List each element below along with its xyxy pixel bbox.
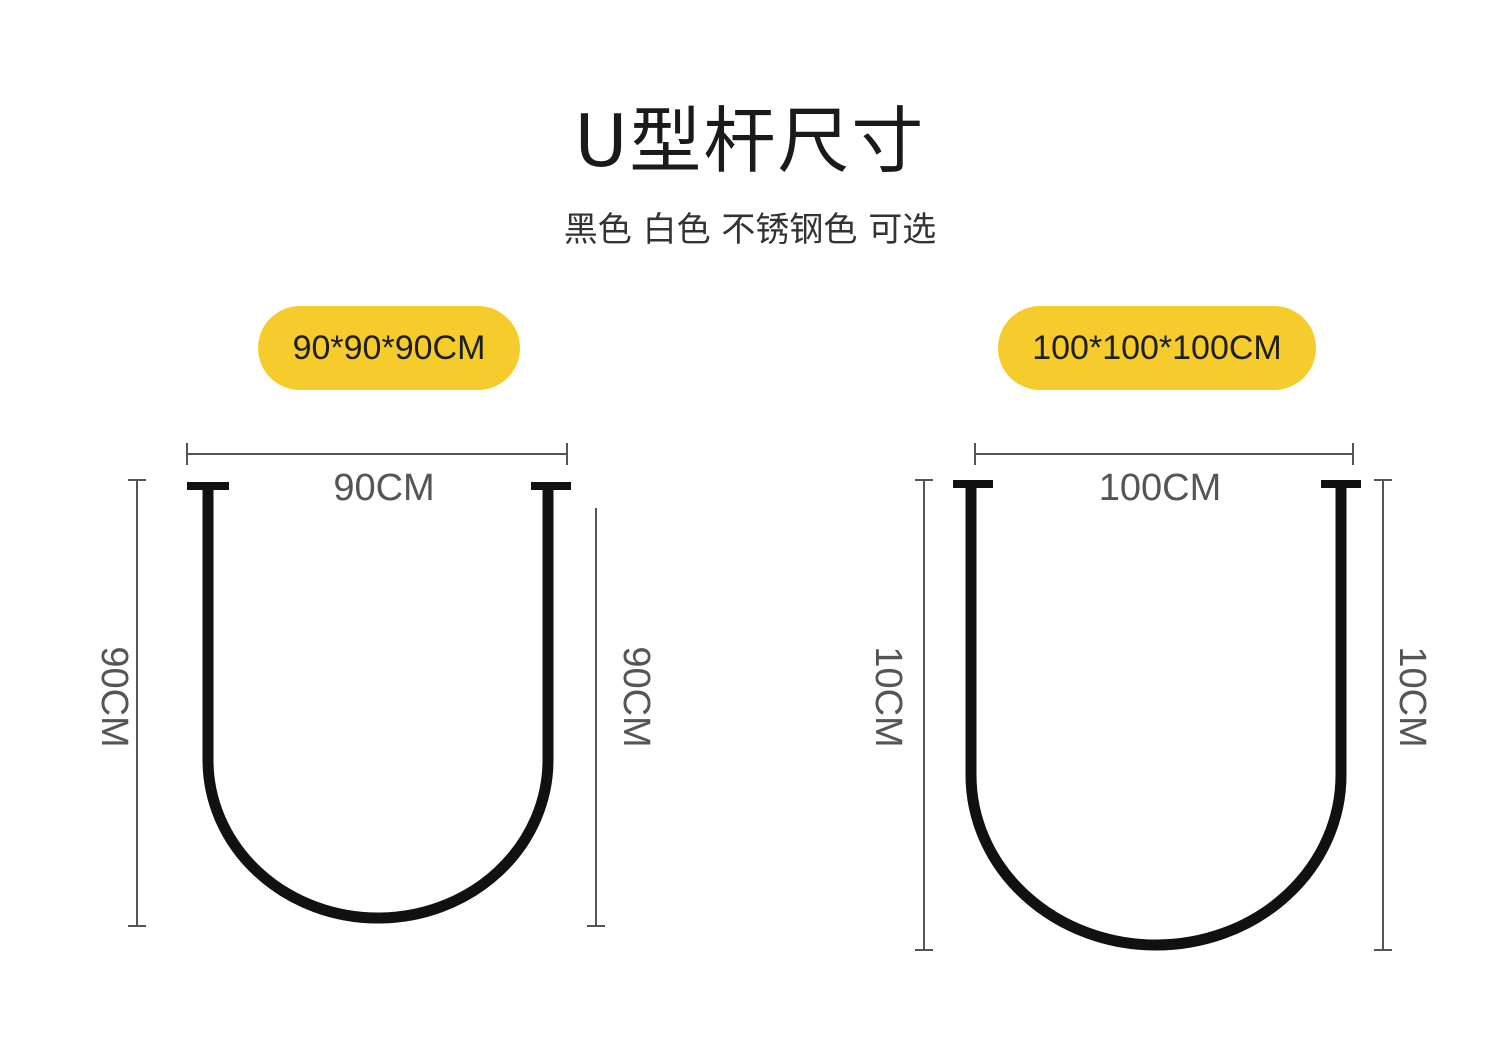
u-rod-diagram-90: 90CM 90CM 90CM bbox=[93, 443, 657, 927]
left-height-label: 10CM bbox=[867, 646, 909, 747]
right-height-label: 10CM bbox=[1391, 646, 1433, 747]
size-badge-100: 100*100*100CM bbox=[998, 306, 1316, 390]
right-height-dimension-line bbox=[587, 508, 605, 927]
left-height-dimension-line bbox=[128, 479, 146, 927]
u-rod bbox=[187, 482, 571, 924]
left-height-dimension-line bbox=[915, 479, 933, 951]
width-dimension-line bbox=[186, 443, 568, 465]
page-title: U型杆尺寸 bbox=[574, 99, 926, 183]
right-height-dimension-line bbox=[1374, 479, 1392, 951]
width-label: 90CM bbox=[333, 467, 434, 509]
u-rod-diagram-100: 100CM 10CM 10CM bbox=[867, 443, 1433, 951]
color-options-subtitle: 黑色 白色 不锈钢色 可选 bbox=[563, 210, 937, 250]
left-height-label: 90CM bbox=[93, 646, 135, 747]
width-label: 100CM bbox=[1099, 467, 1222, 509]
right-height-label: 90CM bbox=[615, 646, 657, 747]
u-rod bbox=[953, 480, 1361, 951]
width-dimension-line bbox=[974, 443, 1354, 465]
size-badge-90: 90*90*90CM bbox=[258, 306, 520, 390]
